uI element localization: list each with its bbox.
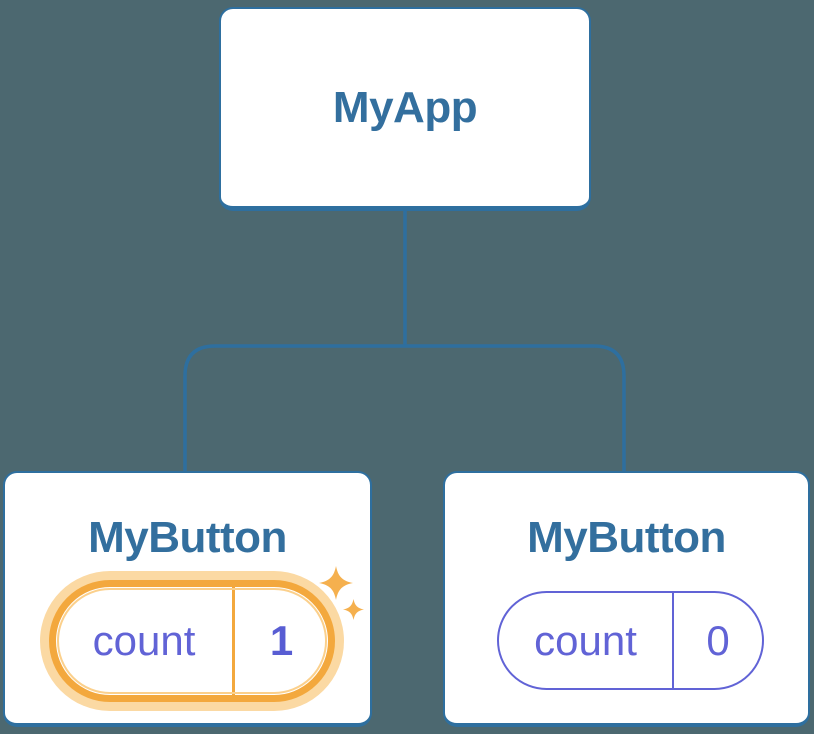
sparkle-icon bbox=[319, 566, 353, 600]
state-key-label: count bbox=[499, 593, 674, 688]
connector-bracket bbox=[183, 344, 626, 473]
state-value: 1 bbox=[269, 617, 294, 664]
state-value: 0 bbox=[706, 616, 730, 664]
node-mybutton-right: MyButton count 0 bbox=[443, 471, 810, 727]
state-key-label: count bbox=[56, 587, 235, 695]
node-myapp-label: MyApp bbox=[332, 82, 478, 132]
sparkle-icon bbox=[343, 599, 364, 620]
state-pill-highlighted: count 1 bbox=[49, 580, 335, 702]
node-mybutton-left: MyButton count 1 bbox=[3, 471, 372, 727]
state-pill: count 0 bbox=[497, 591, 764, 690]
node-mybutton-right-label: MyButton bbox=[527, 513, 726, 562]
node-myapp: MyApp bbox=[219, 7, 591, 211]
node-mybutton-left-label: MyButton bbox=[88, 513, 287, 562]
